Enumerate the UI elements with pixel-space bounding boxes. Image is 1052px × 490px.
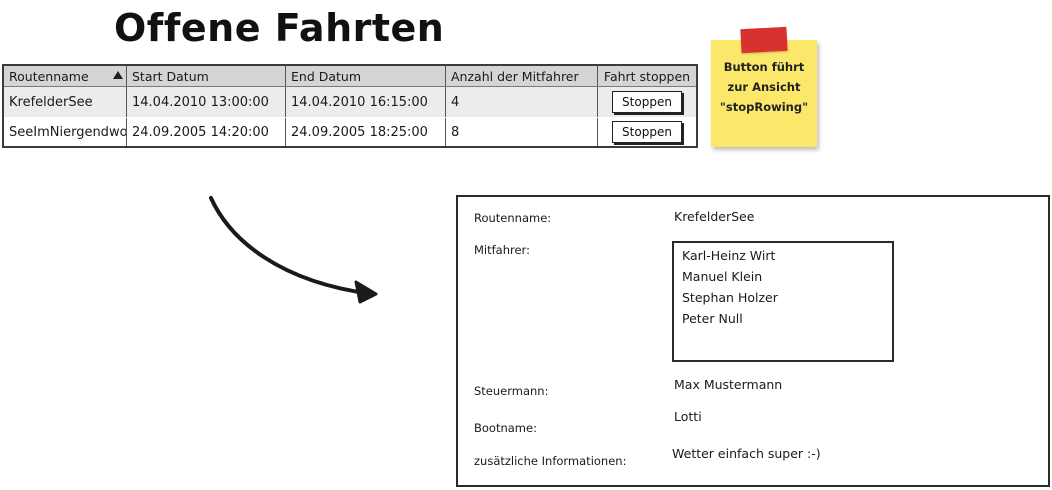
cell-route: KrefelderSee [4,87,127,117]
info-label: zusätzliche Informationen: [474,454,627,468]
stop-rowing-detail-panel: Routenname: KrefelderSee Mitfahrer: Karl… [456,195,1050,487]
cell-end-date: 14.04.2010 16:15:00 [286,87,446,117]
column-header-label: Start Datum [132,68,209,84]
passenger-list[interactable]: Karl-Heinz Wirt Manuel Klein Stephan Hol… [672,241,894,362]
column-header-label: Fahrt stoppen [603,68,691,84]
info-value: Wetter einfach super :-) [672,446,821,461]
column-header-end-datum[interactable]: End Datum [286,66,446,86]
curved-arrow-icon [209,196,378,304]
column-header-label: Routenname [9,68,89,84]
boat-value: Lotti [674,409,702,424]
column-header-start-datum[interactable]: Start Datum [127,66,286,86]
sort-ascending-icon[interactable] [113,71,123,79]
cell-start-date: 14.04.2010 13:00:00 [127,87,286,117]
stop-trip-button[interactable]: Stoppen [612,91,682,113]
column-header-routenname[interactable]: Routenname [4,66,127,86]
cell-passenger-count: 4 [446,87,598,117]
cell-stop: Stoppen [598,118,696,146]
table-row[interactable]: SeeImNiergendwo 24.09.2005 14:20:00 24.0… [4,118,696,146]
helmsman-label: Steuermann: [474,384,549,398]
cell-route: SeeImNiergendwo [4,118,127,146]
list-item[interactable]: Peter Null [682,311,743,326]
cell-stop: Stoppen [598,87,696,117]
note-line: zur Ansicht [727,80,801,94]
list-item[interactable]: Karl-Heinz Wirt [682,248,776,263]
open-trips-table: Routenname Start Datum End Datum Anzahl … [2,64,698,148]
column-header-anzahl[interactable]: Anzahl der Mitfahrer [446,66,598,86]
route-value: KrefelderSee [674,209,755,224]
column-header-label: End Datum [291,68,362,84]
boat-label: Bootname: [474,421,537,435]
route-label: Routenname: [474,211,552,225]
note-line: "stopRowing" [719,100,809,114]
table-row[interactable]: KrefelderSee 14.04.2010 13:00:00 14.04.2… [4,87,696,117]
cell-passenger-count: 8 [446,118,598,146]
sticky-note: Button führt zur Ansicht "stopRowing" [711,40,817,147]
list-item[interactable]: Stephan Holzer [682,290,778,305]
column-header-label: Anzahl der Mitfahrer [451,68,579,84]
column-header-fahrt-stoppen[interactable]: Fahrt stoppen [598,66,696,86]
passengers-label: Mitfahrer: [474,243,530,257]
note-line: Button führt [723,60,805,74]
list-item[interactable]: Manuel Klein [682,269,763,284]
stop-trip-button[interactable]: Stoppen [612,121,682,143]
cell-start-date: 24.09.2005 14:20:00 [127,118,286,146]
cell-end-date: 24.09.2005 18:25:00 [286,118,446,146]
tape-icon [740,26,788,54]
table-header: Routenname Start Datum End Datum Anzahl … [4,66,696,87]
page-title: Offene Fahrten [114,6,445,50]
helmsman-value: Max Mustermann [674,377,783,392]
